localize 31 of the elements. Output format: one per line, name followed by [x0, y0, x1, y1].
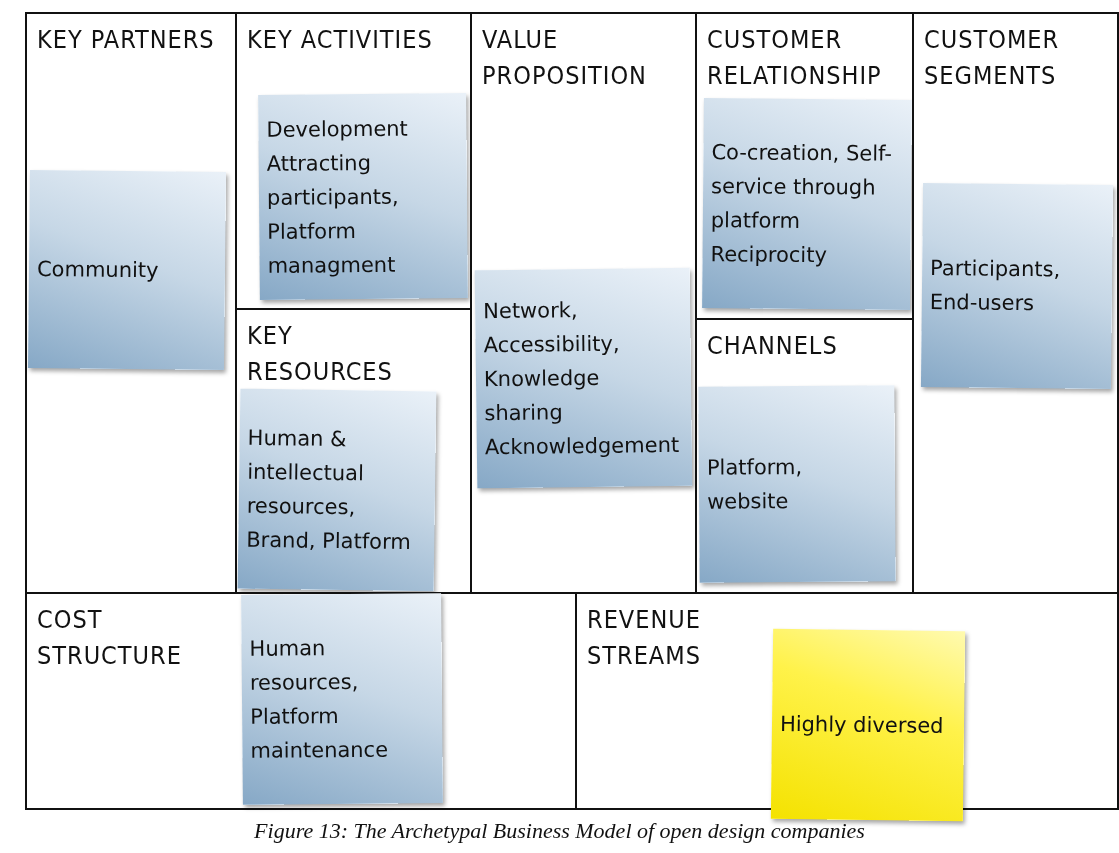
note-text: Human & intellectual resources, Brand, Platform — [246, 424, 412, 557]
note-text: Participants, End-users — [929, 255, 1062, 318]
section-heading: KEY ACTIVITIES — [247, 24, 434, 56]
sticky-note — [258, 93, 468, 300]
sticky-note — [27, 170, 227, 370]
note-text: Network, Accessibility, Knowledge sharing Acknowledgement — [482, 297, 681, 462]
sticky-note — [237, 388, 437, 592]
note-text: Platform, website — [706, 453, 804, 516]
note-text: Human resources, Platform maintenance — [249, 635, 390, 765]
section-heading: COST STRUCTURE — [37, 604, 183, 672]
section-heading: CUSTOMER SEGMENTS — [924, 24, 1061, 92]
sticky-note — [474, 267, 693, 489]
note-text: Highly diversed — [779, 710, 944, 740]
section-heading: REVENUE STREAMS — [587, 604, 702, 672]
canvas-section — [25, 592, 577, 810]
section-heading: CHANNELS — [707, 330, 839, 362]
note-text: Community — [36, 256, 159, 285]
note-text: Development Attracting participants, Platform managment — [266, 115, 409, 280]
section-heading: KEY PARTNERS — [37, 24, 216, 56]
canvas-section — [912, 12, 1119, 594]
section-heading: VALUE PROPOSITION — [482, 24, 648, 92]
sticky-note — [698, 385, 896, 583]
sticky-note — [241, 593, 443, 805]
note-text: Co-creation, Self-service through platform Reciprocity — [710, 139, 893, 270]
sticky-note — [920, 183, 1114, 389]
canvas-section — [25, 12, 237, 594]
sticky-note — [702, 98, 912, 310]
sticky-note — [770, 628, 966, 822]
section-heading: KEY RESOURCES — [247, 320, 394, 388]
section-heading: CUSTOMER RELATIONSHIP — [707, 24, 883, 92]
figure-caption: Figure 13: The Archetypal Business Model of open design companies — [253, 818, 866, 844]
